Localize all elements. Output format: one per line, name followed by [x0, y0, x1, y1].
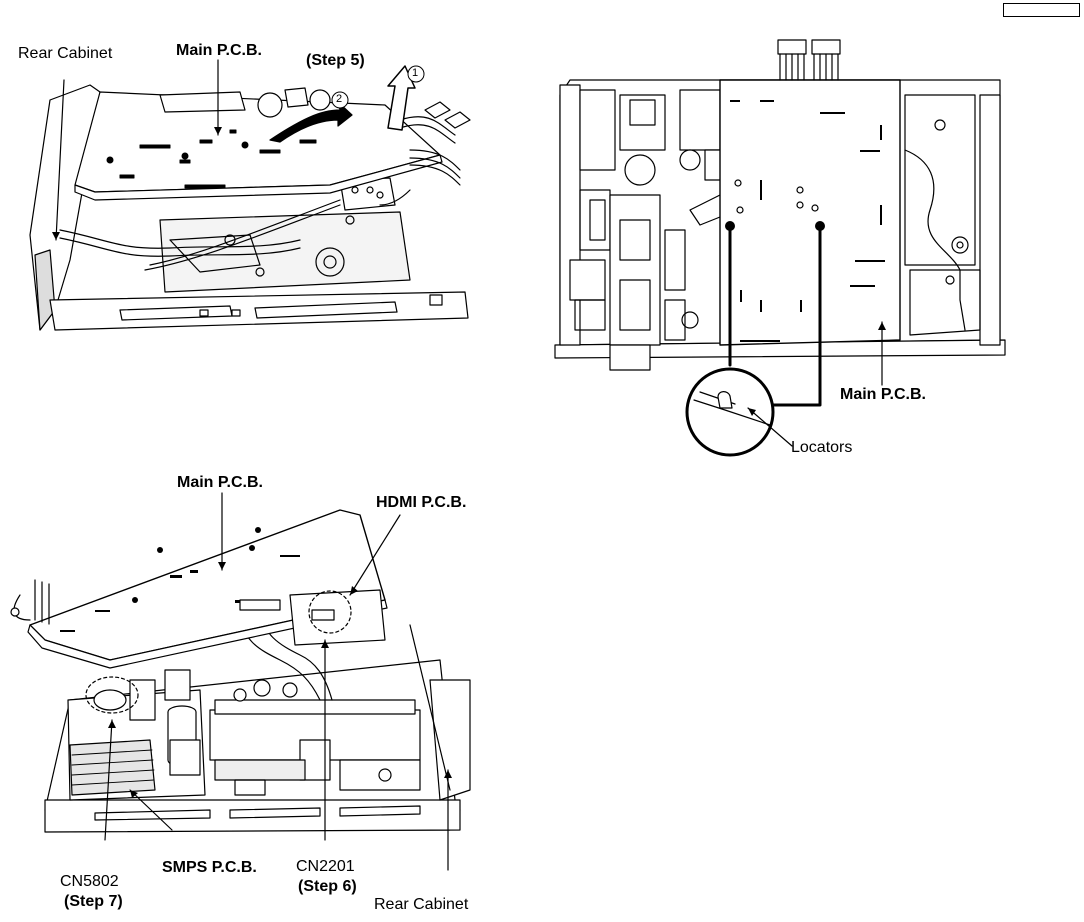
- top-right-view: [554, 39, 1006, 457]
- hdmi-pcb-label: HDMI P.C.B.: [376, 494, 467, 511]
- step7-label: (Step 7): [64, 893, 123, 910]
- top-left-chassis: [29, 84, 469, 331]
- step-circle-1: 1: [412, 67, 419, 79]
- step6-label: (Step 6): [298, 878, 357, 895]
- main-pcb-label-bottom: Main P.C.B.: [177, 474, 263, 491]
- cn2201-label: CN2201: [296, 858, 355, 875]
- cn5802-label: CN5802: [60, 873, 119, 890]
- locators-label: Locators: [791, 439, 853, 456]
- main-pcb-label-right: Main P.C.B.: [840, 386, 926, 403]
- top-left-main-pcb: [74, 87, 471, 206]
- smps-pcb-label: SMPS P.C.B.: [162, 859, 257, 876]
- main-pcb-label-top: Main P.C.B.: [176, 42, 262, 59]
- bottom-left-view: [10, 492, 471, 871]
- rear-cabinet-label-bottom: Rear Cabinet: [374, 896, 469, 913]
- top-left-view: [29, 59, 471, 331]
- step5-label: (Step 5): [306, 52, 365, 69]
- page-number-box: [1003, 3, 1080, 17]
- rear-cabinet-label-top: Rear Cabinet: [18, 45, 113, 62]
- step-circle-2: 2: [336, 93, 343, 105]
